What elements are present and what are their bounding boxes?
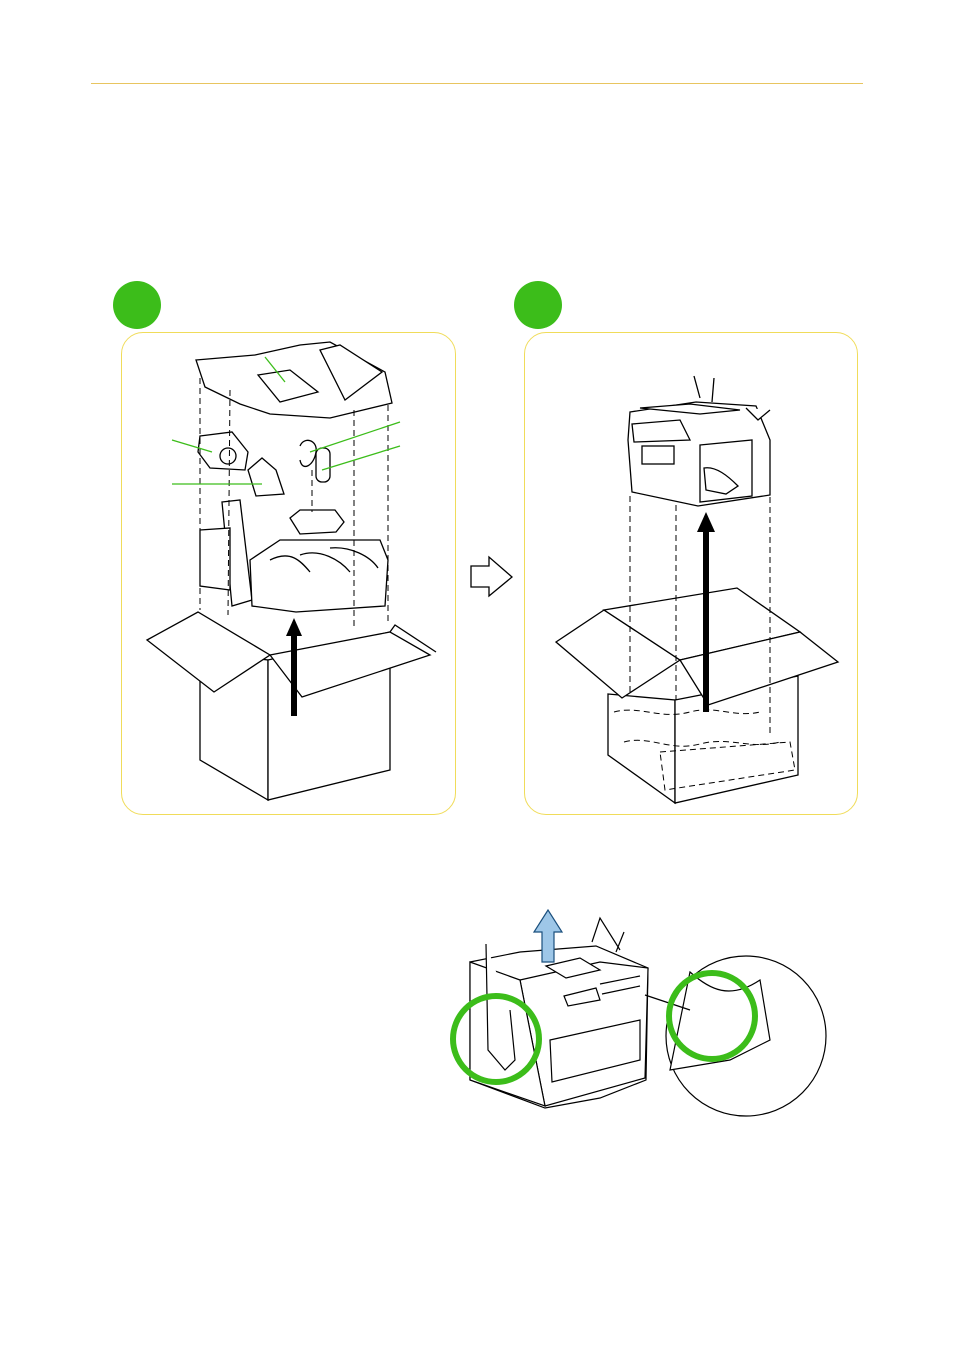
- carrying-printer-by-handles-illustration: [0, 0, 954, 1350]
